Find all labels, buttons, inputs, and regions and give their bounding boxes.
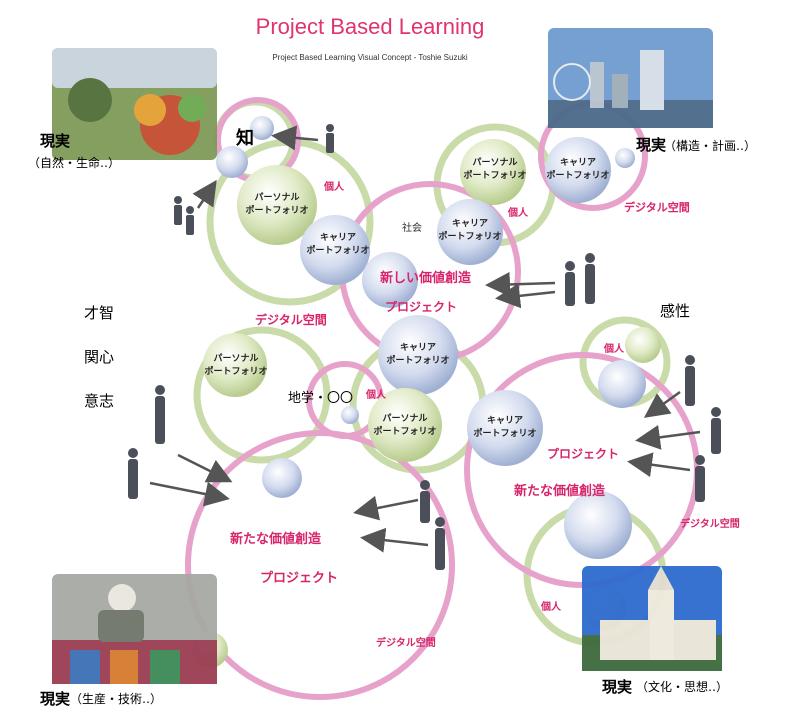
person-2: [174, 196, 182, 225]
arrow-mid-2: [360, 527, 429, 553]
bubble-personal-1: [237, 165, 317, 245]
label-knowledge: 知: [236, 128, 254, 149]
label-digital-3: デジタル空間: [680, 519, 740, 530]
bubble-career-5: [467, 390, 543, 466]
diagram-subtitle: Project Based Learning Visual Concept - …: [272, 53, 468, 62]
label-trait-will: 意志: [84, 392, 115, 410]
portfolio-personal-1: パーソナルポートフォリオ: [245, 193, 309, 216]
label-trait-talent: 才智: [84, 304, 115, 322]
arrow-left-up: [192, 179, 217, 209]
label-reality-culture: 現実: [602, 678, 633, 696]
bubble-tiny-1: [250, 116, 274, 140]
bubble-bottom-right-blue: [564, 491, 632, 559]
label-digital-1: デジタル空間: [624, 201, 690, 214]
person-6: [155, 385, 165, 444]
label-reality-culture-sub: （文化・思想‥）: [636, 680, 729, 694]
portfolio-career-3: キャリアポートフォリオ: [546, 158, 610, 181]
label-project-1: プロジェクト: [385, 300, 458, 314]
label-kojin-1: 個人: [324, 182, 344, 193]
label-new-value-3: 新たな価値創造: [230, 532, 322, 547]
label-digital-4: デジタル空間: [376, 638, 436, 649]
bubble-mid-blue: [262, 458, 302, 498]
diagram-title: Project Based Learning: [255, 14, 485, 39]
person-9: [435, 517, 445, 570]
label-reality-production-sub: （生産・技術‥）: [70, 692, 163, 706]
bubble-right-green: [625, 327, 661, 363]
label-project-2: プロジェクト: [547, 447, 620, 461]
label-new-value-2: 新たな価値創造: [514, 484, 606, 499]
person-5: [585, 253, 595, 304]
arrow-mid-1: [353, 495, 419, 521]
bubble-tiny-3: [615, 148, 635, 168]
bubble-tiny-2: [341, 406, 359, 424]
ring-mid-left: [193, 326, 331, 464]
arrow-right-1: [643, 390, 681, 418]
person-10: [685, 355, 695, 406]
bubble-personal-3: [203, 333, 267, 397]
bubble-right-blue: [598, 360, 646, 408]
people: [128, 124, 721, 570]
arrow-new-value-2: [495, 283, 556, 309]
label-chigaku: 地学・〇〇: [288, 391, 354, 406]
person-11: [711, 407, 721, 454]
label-kojin-5: 個人: [541, 602, 561, 613]
person-4: [565, 261, 575, 306]
person-3: [186, 206, 194, 235]
label-sensitivity: 感性: [660, 302, 691, 320]
bubble-career-2: [437, 199, 503, 265]
label-reality-nature-sub: （自然・生命‥）: [28, 156, 121, 170]
portfolio-career-1: キャリアポートフォリオ: [306, 233, 370, 256]
label-reality-production: 現実: [40, 690, 71, 708]
person-7: [128, 448, 138, 499]
bubble-career-4: [378, 315, 458, 395]
label-digital-2: デジタル空間: [255, 313, 327, 327]
label-new-value-1: 新しい価値創造: [380, 271, 472, 286]
arrows: [149, 125, 701, 553]
bubble-career-1: [300, 215, 370, 285]
portfolio-personal-3: パーソナルポートフォリオ: [204, 354, 268, 377]
label-kojin-4: 個人: [604, 344, 624, 355]
photo-production: [52, 574, 217, 684]
portfolio-career-4: キャリアポートフォリオ: [386, 343, 450, 366]
ring-pink-bottom: [185, 430, 455, 700]
label-trait-interest: 関心: [84, 348, 115, 366]
label-reality-structure: 現実: [636, 136, 667, 154]
arrow-left-2: [149, 481, 230, 507]
person-12: [695, 455, 705, 502]
portfolio-personal-2: パーソナルポートフォリオ: [463, 158, 527, 181]
label-kojin-3: 個人: [366, 390, 386, 401]
photo-city: [548, 28, 713, 128]
bubble-career-3: [545, 137, 611, 203]
bubble-small-left: [216, 146, 248, 178]
label-society: 社会: [402, 223, 422, 234]
portfolio-personal-4: パーソナルポートフォリオ: [373, 414, 437, 437]
portfolio-career-5: キャリアポートフォリオ: [473, 416, 537, 439]
label-kojin-2: 個人: [508, 208, 528, 219]
label-reality-nature: 現実: [40, 132, 71, 150]
arrow-new-value-1: [485, 271, 556, 297]
arrow-right-3: [627, 452, 691, 478]
person-1: [326, 124, 334, 153]
arrow-left-1: [177, 453, 233, 483]
arrow-right-2: [635, 424, 701, 450]
bubble-personal-2: [460, 139, 526, 205]
photo-nature: [52, 48, 217, 160]
portfolio-career-2: キャリアポートフォリオ: [438, 219, 502, 242]
photo-church: [582, 566, 722, 671]
person-8: [420, 480, 430, 523]
label-project-3: プロジェクト: [260, 571, 339, 586]
bubble-personal-4: [368, 388, 442, 462]
bubble-top-blue: [362, 252, 418, 308]
label-reality-structure-sub: （構造・計画‥）: [664, 139, 757, 153]
arrow-to-knowledge: [271, 125, 319, 151]
